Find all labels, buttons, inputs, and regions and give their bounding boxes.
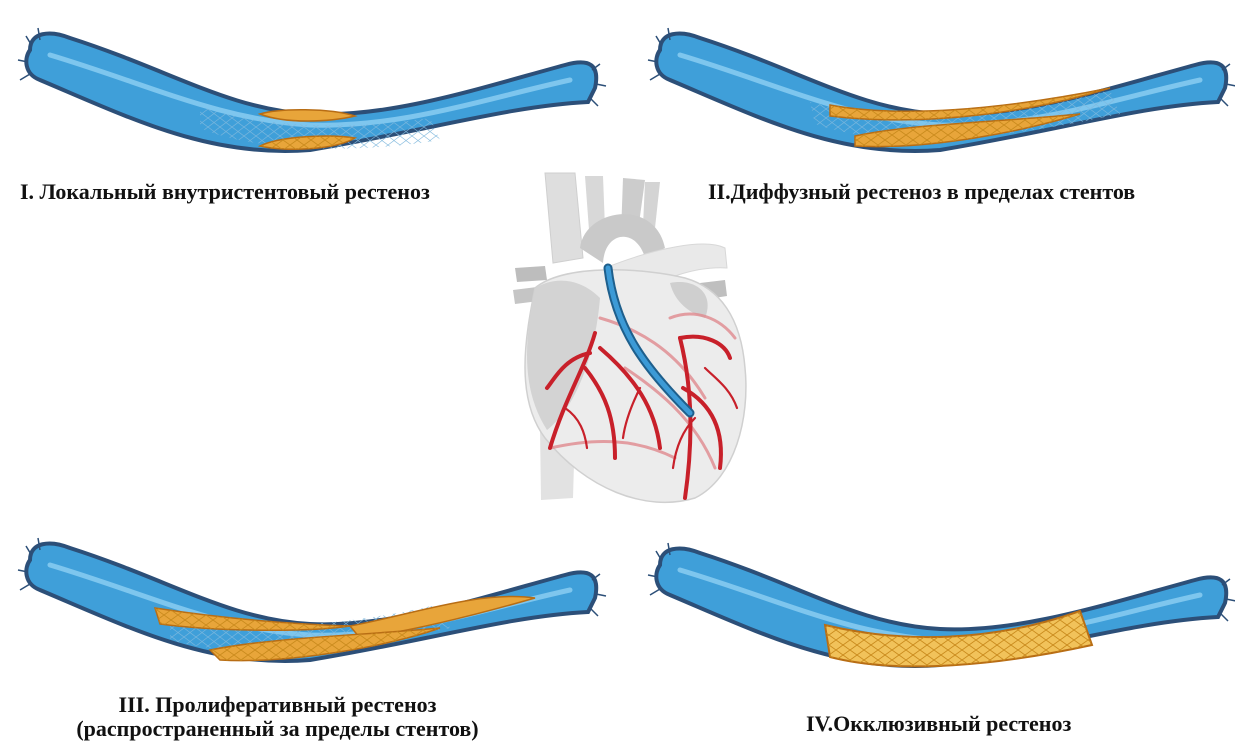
vessel-segment xyxy=(640,10,1235,160)
caption-panel-2: II.Диффузный рестеноз в пределах стентов xyxy=(708,180,1135,204)
heart-illustration xyxy=(505,168,755,513)
vessel-segment xyxy=(10,520,610,670)
caption-panel-4: IV.Окклюзивный рестеноз xyxy=(806,712,1071,736)
vessel-segment xyxy=(10,10,610,160)
caption-panel-1: I. Локальный внутристентовый рестеноз xyxy=(20,180,430,204)
vessel-segment xyxy=(640,525,1235,675)
caption-panel-3-line2: (распространенный за пределы стентов) xyxy=(0,717,555,741)
caption-panel-3-line1: III. Пролиферативный рестеноз xyxy=(0,693,555,717)
